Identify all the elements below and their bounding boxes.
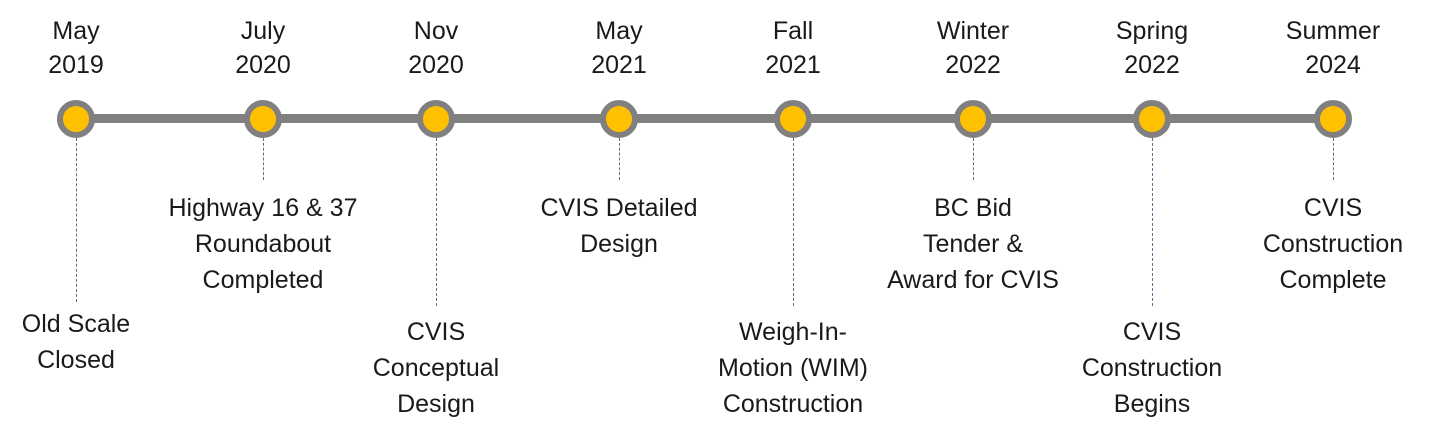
milestone-date: July 2020 (235, 17, 291, 79)
milestone-marker-icon (774, 100, 812, 138)
milestone-event: Weigh-In- Motion (WIM) Construction (718, 318, 868, 418)
milestone-date: Spring 2022 (1115, 17, 1189, 79)
milestone-date: Fall 2021 (765, 17, 821, 79)
milestone-marker-icon (600, 100, 638, 138)
milestone-date: Winter 2022 (936, 17, 1010, 79)
milestone-event: CVIS Construction Begins (1081, 318, 1223, 418)
milestone-connector (1333, 138, 1334, 180)
milestone-event: Highway 16 & 37 Roundabout Completed (168, 194, 358, 294)
milestone-connector (436, 138, 437, 306)
timeline-axis-line (76, 114, 1333, 123)
milestone-connector (1152, 138, 1153, 306)
milestone-marker-icon (1314, 100, 1352, 138)
milestone-marker-icon (954, 100, 992, 138)
milestone-marker-icon (244, 100, 282, 138)
milestone-connector (619, 138, 620, 180)
milestone-connector (263, 138, 264, 180)
milestone-date: Nov 2020 (408, 17, 464, 79)
milestone-date: Summer 2024 (1285, 17, 1381, 79)
milestone-marker-icon (417, 100, 455, 138)
milestone-marker-icon (1133, 100, 1171, 138)
milestone-event: CVIS Construction Complete (1262, 194, 1404, 294)
milestone-event: CVIS Detailed Design (540, 194, 698, 258)
milestone-connector (76, 138, 77, 302)
milestone-marker-icon (57, 100, 95, 138)
milestone-date: May 2019 (48, 17, 104, 79)
milestone-event: Old Scale Closed (21, 310, 131, 374)
milestone-connector (973, 138, 974, 180)
milestone-date: May 2021 (591, 17, 647, 79)
milestone-event: CVIS Conceptual Design (372, 318, 500, 418)
milestone-event: BC Bid Tender & Award for CVIS (887, 194, 1059, 294)
milestone-connector (793, 138, 794, 306)
